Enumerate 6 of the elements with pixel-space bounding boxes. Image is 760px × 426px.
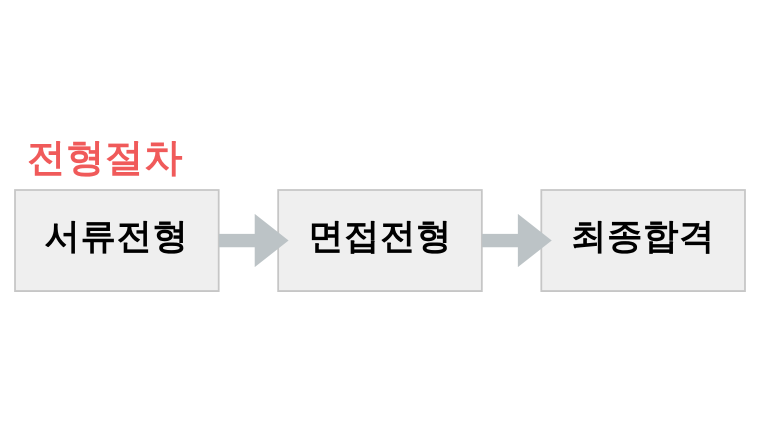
arrow: [482, 214, 552, 268]
node-box: 서류전형: [14, 189, 220, 292]
diagram-title: 전형절차: [26, 135, 183, 180]
node-box: 면접전형: [277, 189, 483, 292]
node-box: 최종합격: [540, 189, 746, 292]
arrow: [218, 214, 289, 268]
